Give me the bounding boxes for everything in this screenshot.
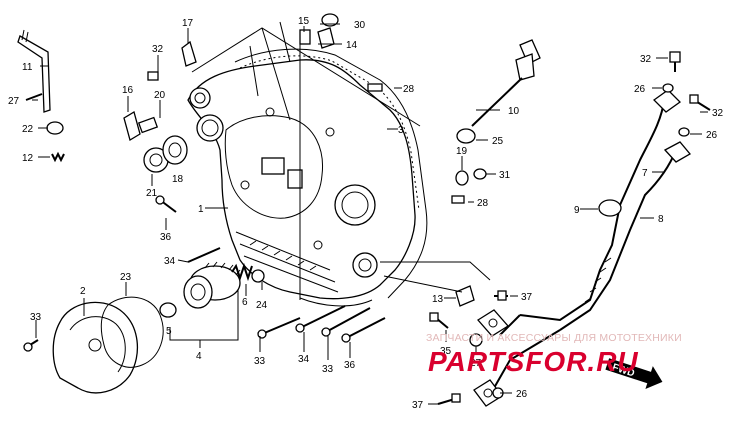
callout-33-c: 33 xyxy=(322,364,334,375)
bolt-33-c xyxy=(321,307,371,337)
bolt-32-b xyxy=(689,94,711,111)
callout-4: 4 xyxy=(196,351,202,362)
callout-37-a: 37 xyxy=(521,292,533,303)
seal-22 xyxy=(46,121,64,135)
kick-lever xyxy=(17,29,51,113)
callout-1: 1 xyxy=(198,204,204,215)
callout-32-a: 32 xyxy=(640,54,652,65)
bolt-32-a xyxy=(669,51,681,72)
o-ring-small xyxy=(251,269,265,283)
callout-35: 35 xyxy=(440,346,452,357)
callout-22: 22 xyxy=(22,124,34,135)
callout-16: 16 xyxy=(122,85,134,96)
callout-27-b: 26 xyxy=(516,389,528,400)
callout-24: 24 xyxy=(256,300,268,311)
bolt-36-a xyxy=(155,195,177,213)
bolt-34-c xyxy=(295,305,346,333)
cover-gasket xyxy=(234,48,428,307)
callout-26-b: 26 xyxy=(706,130,718,141)
callout-34-b: 34 xyxy=(164,256,176,267)
callout-9: 9 xyxy=(574,205,580,216)
watermark-caption: ЗАПЧАСТИ И АКСЕССУАРЫ ДЛЯ МОТОТЕХНИКИ xyxy=(426,332,682,344)
callout-28-b: 28 xyxy=(477,198,489,209)
bolt-34-a xyxy=(23,339,39,352)
bearing-18 xyxy=(162,135,188,165)
callout-18: 18 xyxy=(172,174,184,185)
bolt-36-b xyxy=(341,317,386,343)
bracket-16 xyxy=(123,111,141,141)
callout-33-a: 32 xyxy=(152,44,164,55)
dowel-28-b xyxy=(451,195,465,204)
clutch-gasket xyxy=(100,296,164,368)
seal-19 xyxy=(455,170,469,186)
bolt-37-b xyxy=(437,393,461,405)
callout-17: 17 xyxy=(182,18,194,29)
callout-27-a: 27 xyxy=(470,358,482,369)
bolt-37-a xyxy=(494,290,508,301)
callout-19: 19 xyxy=(456,146,468,157)
pin-29 xyxy=(25,93,43,101)
callout-14: 14 xyxy=(346,40,358,51)
callout-32-b: 32 xyxy=(712,108,724,119)
o-ring-25 xyxy=(456,128,476,144)
callout-28-a: 28 xyxy=(403,84,415,95)
callout-33-b: 33 xyxy=(254,356,266,367)
callout-31: 31 xyxy=(499,170,511,181)
dipstick xyxy=(471,39,541,127)
bolt-34-b xyxy=(187,247,221,263)
callout-3: 3 xyxy=(398,125,404,136)
grommet-9 xyxy=(598,199,622,217)
callout-34-a: 33 xyxy=(30,312,42,323)
callout-6: 6 xyxy=(242,297,248,308)
washer-26-b xyxy=(678,127,690,137)
callout-25: 25 xyxy=(492,136,504,147)
bolt-33-b xyxy=(257,317,301,339)
washer-26-a xyxy=(662,83,674,93)
callout-13: 13 xyxy=(432,294,444,305)
leader-lines xyxy=(32,21,708,405)
oil-pipe-assembly xyxy=(489,89,691,396)
o-ring xyxy=(159,302,177,318)
callout-20: 20 xyxy=(154,90,166,101)
callout-2: 2 xyxy=(80,286,86,297)
callout-34-c: 34 xyxy=(298,354,310,365)
callout-8: 8 xyxy=(658,214,664,225)
spring-12 xyxy=(51,151,65,163)
callout-21: 21 xyxy=(146,188,158,199)
callout-10: 10 xyxy=(508,106,520,117)
collar-20 xyxy=(137,116,159,134)
callout-11: 11 xyxy=(22,62,33,73)
callout-15: 15 xyxy=(298,16,310,27)
callout-29: 27 xyxy=(8,96,20,107)
filter-spring xyxy=(231,262,253,282)
bracket-13 xyxy=(455,285,475,307)
bolt-35 xyxy=(429,312,449,329)
right-crankcase-cover xyxy=(187,59,416,300)
callout-36-a: 36 xyxy=(160,232,172,243)
callout-7: 7 xyxy=(642,168,648,179)
banjo-fitting-upper xyxy=(477,309,509,337)
oil-filter xyxy=(183,261,241,309)
callout-numbers: 11 27 22 12 16 32 17 20 18 21 36 1 34 6 … xyxy=(8,16,724,411)
clutch-cover xyxy=(52,301,139,394)
dowel-pin xyxy=(147,71,159,81)
callout-5: 5 xyxy=(166,326,172,337)
callout-23: 23 xyxy=(120,272,132,283)
watermark-logo: PARTSFOR.RU xyxy=(428,346,639,377)
callout-30: 30 xyxy=(354,20,366,31)
dowel-28-a xyxy=(367,83,383,92)
callout-26-a: 26 xyxy=(634,84,646,95)
o-ring-31 xyxy=(473,168,487,180)
callout-36-b: 36 xyxy=(344,360,356,371)
callout-12: 12 xyxy=(22,153,34,164)
callout-37-b: 37 xyxy=(412,400,424,411)
seal-21 xyxy=(143,147,169,173)
bracket-17 xyxy=(181,40,197,67)
